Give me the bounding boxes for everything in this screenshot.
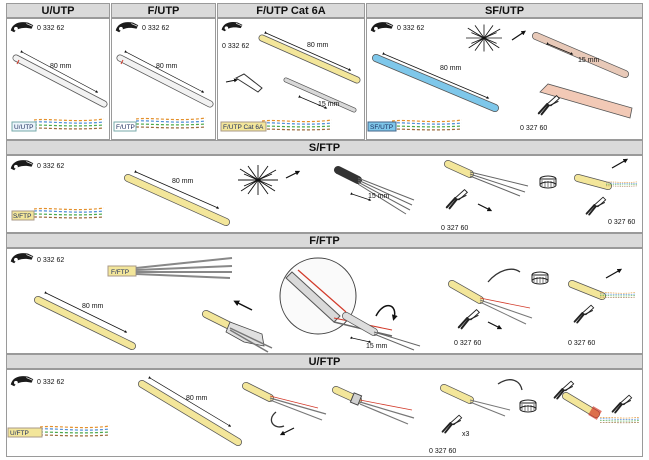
sf-utp-tag: SF/UTP bbox=[370, 124, 393, 131]
f-utp-dimension: 80 mm bbox=[156, 63, 178, 70]
cutter-tool-icon bbox=[573, 304, 595, 324]
header-sf-utp: SF/UTP bbox=[366, 3, 643, 18]
header-u-utp: U/UTP bbox=[6, 3, 110, 18]
f-ftp-illustration: 0 332 62 F/FTP 80 mm 15 mm bbox=[10, 252, 636, 353]
u-ftp-illustration: 0 332 62 U/FTP 80 mm x3 bbox=[7, 375, 640, 455]
f-utp-6a-dimension-2: 15 mm bbox=[318, 101, 340, 108]
f-ftp-code: 0 332 62 bbox=[37, 257, 64, 264]
s-ftp-dimension-1: 80 mm bbox=[172, 178, 194, 185]
sf-utp-dimension-1: 80 mm bbox=[440, 65, 462, 72]
u-ftp-tag: U/FTP bbox=[10, 430, 29, 437]
cutter-tool-icon bbox=[457, 308, 481, 330]
s-ftp-illustration: 0 332 62 S/FTP 80 mm 15 mm 0 327 60 bbox=[10, 158, 638, 232]
f-utp-6a-dimension-1: 80 mm bbox=[307, 42, 329, 49]
spool-icon bbox=[531, 271, 549, 285]
cutter-tool-icon bbox=[585, 196, 607, 216]
f-ftp-tag: F/FTP bbox=[111, 269, 129, 276]
header-f-ftp: F/FTP bbox=[6, 233, 643, 248]
f-utp-tag: F/UTP bbox=[116, 124, 135, 131]
u-utp-code: 0 332 62 bbox=[37, 25, 64, 32]
stripper-tool-icon bbox=[370, 21, 394, 33]
f-utp-6a-illustration: 0 332 62 80 mm 15 mm F/UTP Cat 6A bbox=[220, 21, 361, 132]
spool-icon bbox=[539, 175, 557, 189]
cutter-tool-icon bbox=[611, 394, 633, 414]
brush-icon bbox=[466, 24, 502, 52]
f-ftp-cutter-code-1: 0 327 60 bbox=[454, 340, 481, 347]
s-ftp-cutter-code-1: 0 327 60 bbox=[441, 225, 468, 232]
header-s-ftp: S/FTP bbox=[6, 140, 643, 155]
f-ftp-dimension-2: 15 mm bbox=[366, 343, 388, 350]
u-ftp-dimension: 80 mm bbox=[186, 395, 208, 402]
u-utp-illustration: 0 332 62 80 mm U/UTP bbox=[10, 21, 108, 132]
u-utp-dimension: 80 mm bbox=[50, 63, 72, 70]
cutter-tool-icon bbox=[445, 188, 469, 210]
header-f-utp-6a: F/UTP Cat 6A bbox=[217, 3, 365, 18]
f-ftp-dimension-1: 80 mm bbox=[82, 303, 104, 310]
s-ftp-tag: S/FTP bbox=[13, 213, 31, 220]
cutter-tool-icon bbox=[441, 414, 463, 434]
s-ftp-code: 0 332 62 bbox=[37, 163, 64, 170]
cutter-tool-icon bbox=[537, 94, 561, 116]
f-utp-6a-code: 0 332 62 bbox=[222, 43, 249, 50]
stripper-tool-icon bbox=[10, 252, 34, 264]
stripper-tool-icon bbox=[10, 159, 34, 171]
s-ftp-cutter-code-2: 0 327 60 bbox=[608, 219, 635, 226]
u-utp-tag: U/UTP bbox=[14, 124, 34, 131]
f-utp-code: 0 332 62 bbox=[142, 25, 169, 32]
sf-utp-dimension-2: 15 mm bbox=[578, 57, 600, 64]
u-ftp-times: x3 bbox=[462, 431, 470, 438]
s-ftp-dimension-2: 15 mm bbox=[368, 193, 390, 200]
header-u-ftp: U/FTP bbox=[6, 354, 643, 369]
header-f-utp: F/UTP bbox=[111, 3, 216, 18]
u-ftp-code: 0 332 62 bbox=[37, 379, 64, 386]
stripper-tool-icon bbox=[221, 21, 243, 32]
stripper-tool-icon bbox=[115, 21, 139, 33]
f-utp-illustration: 0 332 62 80 mm F/UTP bbox=[113, 21, 214, 132]
panel-s-ftp bbox=[6, 155, 643, 233]
sf-utp-cutter-code: 0 327 60 bbox=[520, 125, 547, 132]
f-ftp-cutter-code-2: 0 327 60 bbox=[568, 340, 595, 347]
brush-icon bbox=[238, 165, 278, 195]
f-utp-6a-tag: F/UTP Cat 6A bbox=[223, 124, 264, 131]
sf-utp-illustration: 0 332 62 80 mm 15 mm 0 327 60 SF/UTP bbox=[367, 21, 633, 132]
spool-icon bbox=[519, 399, 537, 413]
u-ftp-cutter-code: 0 327 60 bbox=[429, 448, 456, 455]
stripper-tool-icon bbox=[10, 375, 34, 387]
sf-utp-code: 0 332 62 bbox=[397, 25, 424, 32]
stripper-tool-icon bbox=[10, 21, 34, 33]
